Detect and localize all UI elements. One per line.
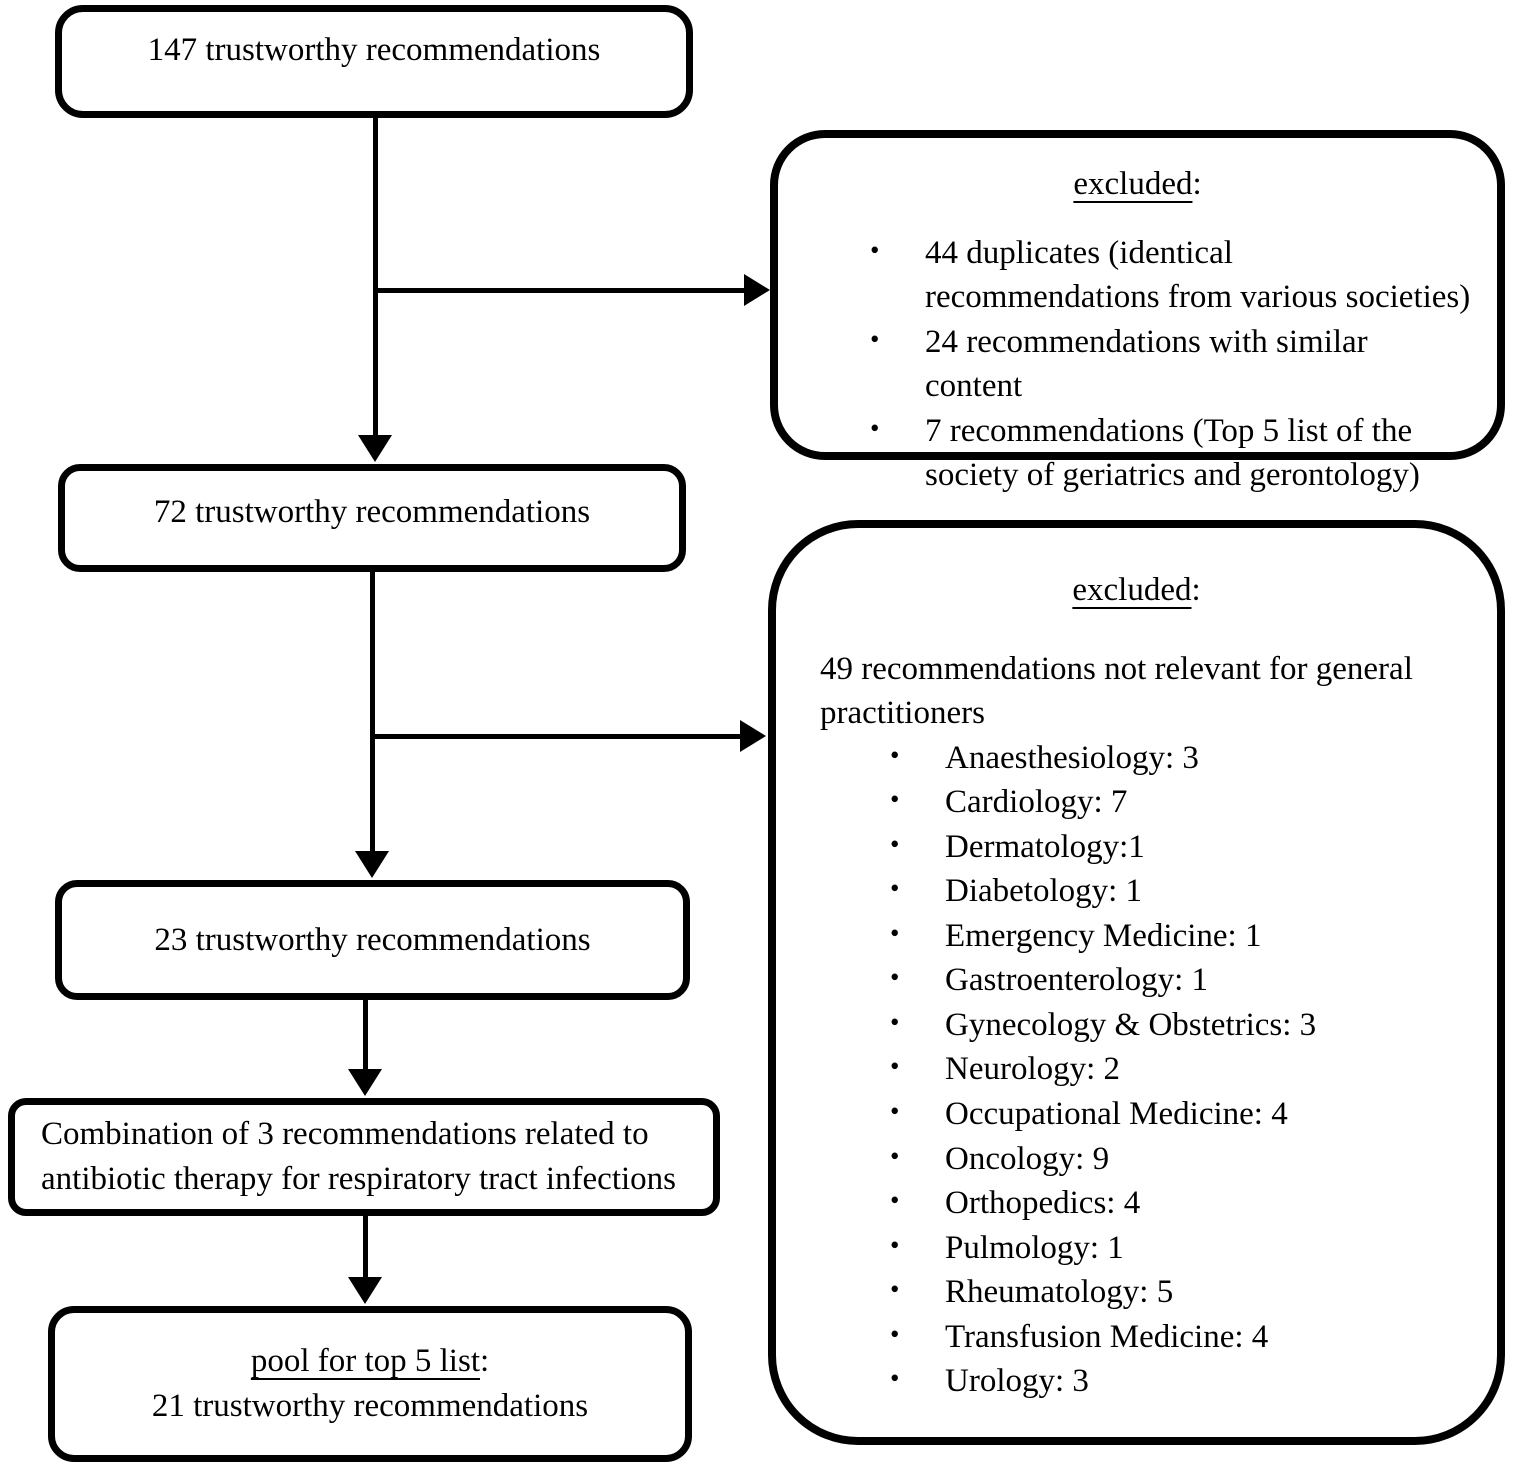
list-item: • Diabetology: 1 xyxy=(890,869,1465,914)
node-label: 23 trustworthy recommendations xyxy=(154,921,591,958)
bullet-icon: • xyxy=(870,412,880,443)
list-item-text: Gynecology & Obstetrics: 3 xyxy=(945,1006,1317,1043)
node-label: 147 trustworthy recommendations xyxy=(147,32,601,69)
bullet-icon: • xyxy=(890,739,900,770)
node-23-trustworthy-recommendations: 23 trustworthy recommendations xyxy=(55,880,690,1000)
bullet-icon: • xyxy=(890,1274,900,1305)
node-72-trustworthy-recommendations: 72 trustworthy recommendations xyxy=(58,464,686,572)
list-item: • Anaesthesiology: 3 xyxy=(890,736,1465,781)
list-item: • Rheumatology: 5 xyxy=(890,1270,1465,1315)
pool-title: pool for top 5 list: xyxy=(250,1343,490,1380)
list-item-text: Oncology: 9 xyxy=(945,1140,1110,1177)
arrow-147-to-72-line xyxy=(373,118,378,436)
node-label: 21 trustworthy recommendations xyxy=(151,1388,589,1424)
list-item-text: 24 recommendations with similar content xyxy=(925,323,1368,405)
arrow-72-to-23-line xyxy=(370,572,375,852)
bullet-icon: • xyxy=(890,1140,900,1171)
list-item: • Emergency Medicine: 1 xyxy=(890,914,1465,959)
list-item-text: 7 recommendations (Top 5 list of the soc… xyxy=(925,412,1420,494)
bullet-icon: • xyxy=(890,784,900,815)
list-item-text: Anaesthesiology: 3 xyxy=(945,739,1199,776)
bullet-icon: • xyxy=(890,873,900,904)
bullet-icon: • xyxy=(870,234,880,265)
list-item-text: Gastroenterology: 1 xyxy=(945,962,1209,999)
excluded-specialty-list: • Anaesthesiology: 3 • Cardiology: 7 • Dermat… xyxy=(890,736,1465,1404)
list-item: • Gynecology & Obstetrics: 3 xyxy=(890,1003,1465,1048)
bullet-icon: • xyxy=(890,1229,900,1260)
arrow-branch-to-excluded1-head-icon xyxy=(744,274,770,306)
bullet-icon: • xyxy=(870,323,880,354)
list-item: • Occupational Medicine: 4 xyxy=(890,1092,1465,1137)
list-item: • Urology: 3 xyxy=(890,1359,1465,1404)
list-item-text: Transfusion Medicine: 4 xyxy=(945,1318,1269,1355)
excluded-title: excluded: xyxy=(1073,166,1202,202)
list-item: • 44 duplicates (identical recommendation… xyxy=(870,231,1473,320)
arrow-147-to-72-head-icon xyxy=(358,435,392,462)
bullet-icon: • xyxy=(890,1318,900,1349)
list-item-text: Emergency Medicine: 1 xyxy=(945,917,1262,954)
arrow-72-to-23-head-icon xyxy=(355,851,389,878)
list-item-text: Urology: 3 xyxy=(945,1363,1089,1400)
bullet-icon: • xyxy=(890,962,900,993)
arrow-branch-to-excluded1-line xyxy=(373,288,746,293)
list-item: • Transfusion Medicine: 4 xyxy=(890,1315,1465,1360)
list-item: • Dermatology:1 xyxy=(890,825,1465,870)
list-item: • 7 recommendations (Top 5 list of the so… xyxy=(870,409,1473,498)
bullet-icon: • xyxy=(890,1185,900,1216)
list-item-text: Cardiology: 7 xyxy=(945,784,1128,821)
node-label: 72 trustworthy recommendations xyxy=(153,493,591,530)
list-item-text: Pulmology: 1 xyxy=(945,1229,1124,1266)
list-item-text: Occupational Medicine: 4 xyxy=(945,1096,1288,1133)
excluded-intro: 49 recommendations not relevant for gene… xyxy=(820,650,1413,732)
bullet-icon: • xyxy=(890,917,900,948)
list-item: • Orthopedics: 4 xyxy=(890,1181,1465,1226)
list-item: • Neurology: 2 xyxy=(890,1047,1465,1092)
list-item: • 24 recommendations with similar content xyxy=(870,320,1473,409)
list-item-text: 44 duplicates (identical recommendations… xyxy=(925,234,1471,316)
excluded-box-not-relevant: excluded: 49 recommendations not relevan… xyxy=(768,520,1505,1445)
bullet-icon: • xyxy=(890,1363,900,1394)
arrow-combination-to-pool-head-icon xyxy=(348,1277,382,1304)
arrow-branch-to-excluded2-line xyxy=(370,734,742,739)
bullet-icon: • xyxy=(890,1006,900,1037)
list-item-text: Orthopedics: 4 xyxy=(945,1185,1141,1222)
excluded-box-duplicates: excluded: • 44 duplicates (identical reco… xyxy=(770,130,1505,493)
arrow-branch-to-excluded2-head-icon xyxy=(740,720,766,752)
excluded-list: • 44 duplicates (identical recommendation… xyxy=(870,231,1473,498)
node-combination-of-recommendations: Combination of 3 recommendations related… xyxy=(8,1098,720,1216)
list-item: • Oncology: 9 xyxy=(890,1137,1465,1182)
list-item: • Cardiology: 7 xyxy=(890,780,1465,825)
list-item: • Pulmology: 1 xyxy=(890,1226,1465,1271)
list-item-text: Dermatology:1 xyxy=(945,828,1145,865)
arrow-23-to-combination-head-icon xyxy=(348,1069,382,1096)
node-147-trustworthy-recommendations: 147 trustworthy recommendations xyxy=(55,5,693,118)
node-pool-for-top-5-list: pool for top 5 list: 21 trustworthy reco… xyxy=(48,1306,692,1462)
bullet-icon: • xyxy=(890,828,900,859)
bullet-icon: • xyxy=(890,1096,900,1127)
list-item-text: Neurology: 2 xyxy=(945,1051,1121,1088)
list-item: • Gastroenterology: 1 xyxy=(890,958,1465,1003)
list-item-text: Rheumatology: 5 xyxy=(945,1274,1174,1311)
node-label: Combination of 3 recommendations related… xyxy=(41,1116,677,1197)
arrow-23-to-combination-line xyxy=(363,1000,368,1070)
arrow-combination-to-pool-line xyxy=(363,1216,368,1278)
bullet-icon: • xyxy=(890,1051,900,1082)
list-item-text: Diabetology: 1 xyxy=(945,873,1143,910)
excluded-title: excluded: xyxy=(1072,572,1201,608)
